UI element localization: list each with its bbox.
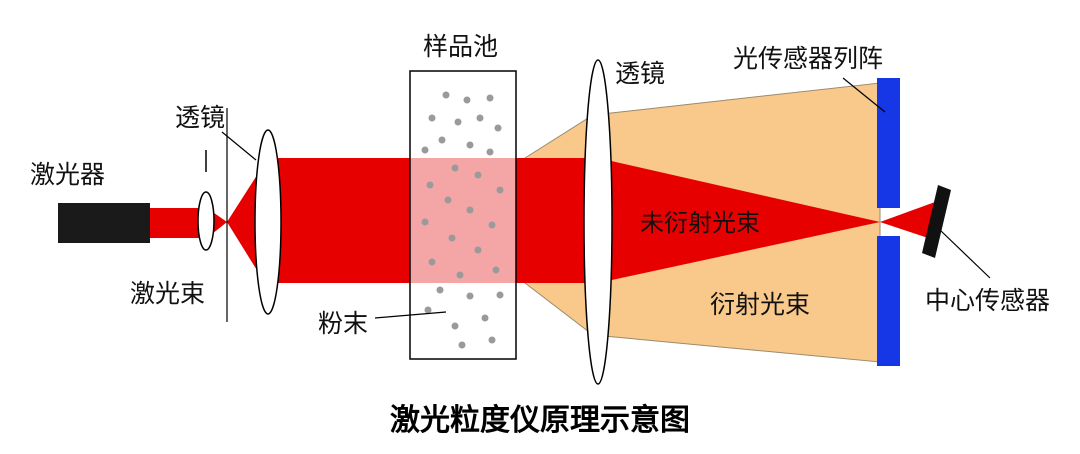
leader-lens-left <box>221 131 257 161</box>
particle <box>463 96 471 104</box>
particle <box>488 221 496 229</box>
particle <box>451 164 459 172</box>
particle <box>448 234 456 242</box>
particle <box>456 271 464 279</box>
particle <box>466 141 474 149</box>
label-lens-left: 透镜 <box>175 103 225 132</box>
beam-to-center-sensor <box>880 202 935 238</box>
label-laser-beam: 激光束 <box>130 279 205 308</box>
particle <box>492 266 500 274</box>
label-sample-cell: 样品池 <box>423 32 498 61</box>
particle <box>494 124 502 132</box>
particle <box>496 186 504 194</box>
particle <box>454 118 462 126</box>
laser-device <box>58 203 150 243</box>
particle <box>486 94 494 102</box>
particle <box>474 246 482 254</box>
label-center-sensor: 中心传感器 <box>925 286 1050 315</box>
particle <box>436 286 444 294</box>
label-powder: 粉末 <box>318 309 368 338</box>
leader-center-sensor <box>939 229 991 279</box>
particle <box>438 136 446 144</box>
label-undiffracted-beam: 未衍射光束 <box>640 209 760 237</box>
small-lens <box>197 191 215 251</box>
particle <box>424 306 432 314</box>
particle <box>442 91 450 99</box>
diagram-caption: 激光粒度仪原理示意图 <box>390 403 690 438</box>
particle <box>421 146 429 154</box>
particle <box>466 292 474 300</box>
lens-right <box>583 59 613 385</box>
center-sensor <box>922 185 951 258</box>
particle <box>496 291 504 299</box>
particle <box>428 114 436 122</box>
sample-cell <box>409 70 517 360</box>
sensor-array-upper <box>877 78 900 208</box>
undiffracted-beam <box>598 158 880 283</box>
particle <box>481 314 489 322</box>
powder-particles <box>421 91 504 349</box>
particle <box>488 336 496 344</box>
large-lens-left <box>254 129 282 315</box>
particle <box>451 322 459 330</box>
particle <box>466 206 474 214</box>
laser-beam-narrow <box>150 208 200 238</box>
particle <box>476 114 484 122</box>
label-sensor-array: 光传感器列阵 <box>733 44 883 73</box>
particle <box>444 196 452 204</box>
particle <box>474 171 482 179</box>
leader-sensor-array <box>842 77 886 113</box>
label-lens-right: 透镜 <box>615 59 665 88</box>
particle <box>426 181 434 189</box>
label-diffracted-beam: 衍射光束 <box>710 290 810 319</box>
particle <box>421 218 429 226</box>
particle <box>458 341 466 349</box>
particle <box>428 258 436 266</box>
label-laser: 激光器 <box>30 160 105 189</box>
sensor-array-lower <box>877 236 900 366</box>
leader-powder <box>374 311 447 319</box>
particle <box>486 148 494 156</box>
